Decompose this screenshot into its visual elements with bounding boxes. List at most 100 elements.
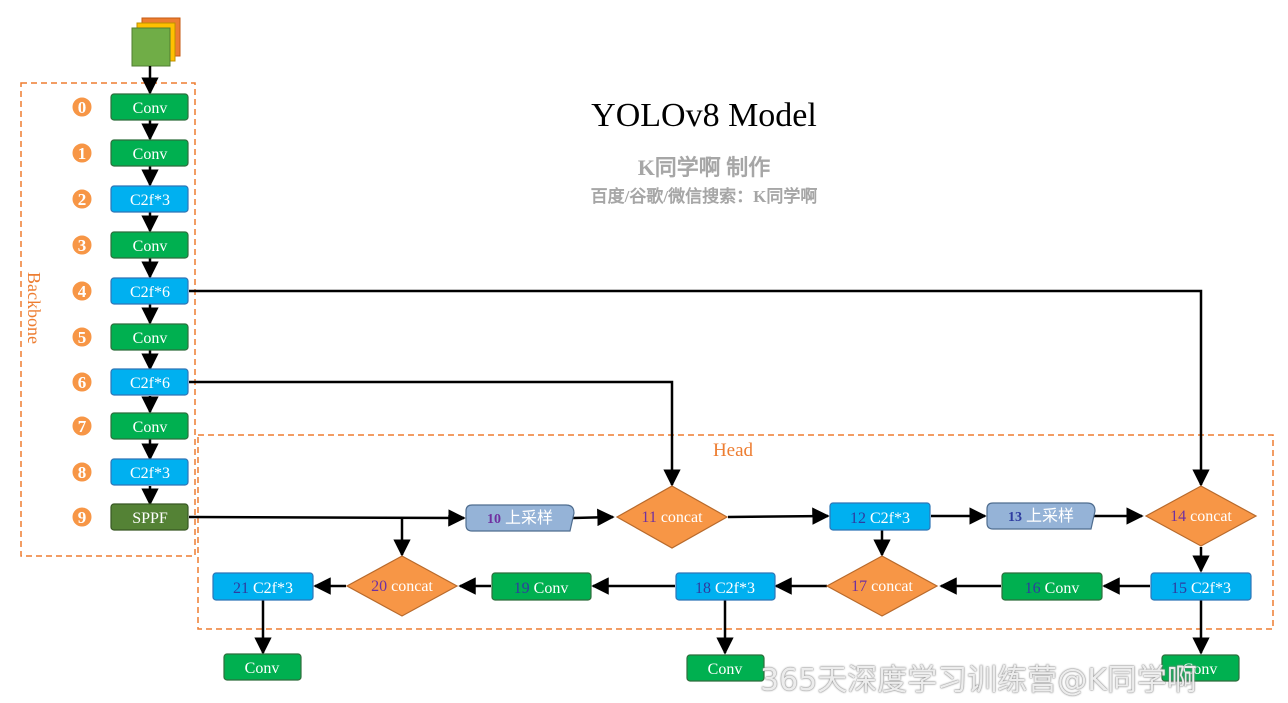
output-conv-3: Conv: [1161, 654, 1240, 682]
output-conv-1: Conv: [223, 653, 302, 681]
node-label: C2f*3: [715, 580, 755, 597]
node-label: Conv: [1045, 580, 1080, 597]
layer-box: [110, 231, 189, 259]
layer-index: 8: [78, 463, 87, 482]
input-image-icon: [131, 17, 181, 67]
layer-index-badge: [71, 461, 93, 483]
layer-box: [110, 503, 189, 531]
node-number: 10: [487, 512, 501, 527]
node-label: concat: [871, 578, 913, 595]
layer-index: 2: [78, 190, 87, 209]
layer-box: [110, 458, 189, 486]
backbone-layer-2: 2 C2f*3: [71, 185, 189, 213]
layer-index: 7: [78, 417, 87, 436]
connectors: [141, 66, 1210, 655]
backbone-layer-1: 1 Conv: [71, 139, 189, 167]
head-region: [197, 434, 1274, 630]
node-label: 上采样: [1026, 507, 1074, 525]
layer-index-badge: [71, 142, 93, 164]
layer-box: [110, 323, 189, 351]
layer-box: [110, 368, 189, 396]
node-label: C2f*3: [253, 580, 293, 597]
layer-label: C2f*6: [130, 284, 170, 301]
layer-index-badge: [71, 506, 93, 528]
node-label: concat: [1190, 508, 1232, 525]
diagram-title: YOLOv8 Model: [591, 97, 817, 134]
layer-index: 1: [78, 144, 87, 163]
node-number: 19: [514, 580, 530, 597]
node-label: concat: [391, 578, 433, 595]
svg-text:Conv: Conv: [245, 660, 280, 677]
search-subtitle: 百度/谷歌/微信搜索：K同学啊: [590, 187, 818, 206]
layer-index: 4: [78, 282, 87, 301]
upsample-node-13: 13 上采样: [986, 502, 1096, 530]
layer-box: [110, 93, 189, 121]
node-number: 17: [851, 578, 867, 595]
head-label: Head: [713, 440, 754, 461]
layer-label: Conv: [133, 238, 168, 255]
backbone-label: Backbone: [24, 272, 44, 344]
node-number: 11: [641, 509, 656, 526]
upsample-node-10: 10 上采样: [465, 504, 575, 532]
node-label: C2f*3: [1191, 580, 1231, 597]
watermark: 365天深度学习训练营@K同学啊: [760, 663, 1197, 698]
layer-label: Conv: [133, 330, 168, 347]
node-number: 21: [233, 580, 249, 597]
layer-box: [110, 139, 189, 167]
svg-text:Conv: Conv: [1183, 661, 1218, 678]
node-label: Conv: [534, 580, 569, 597]
layer-index-badge: [71, 415, 93, 437]
svg-text:Conv: Conv: [708, 661, 743, 678]
layer-index: 5: [78, 328, 87, 347]
backbone-layer-8: 8 C2f*3: [71, 458, 189, 486]
layer-box: [110, 277, 189, 305]
node-number: 13: [1008, 510, 1022, 525]
layer-index: 9: [78, 508, 87, 527]
author-subtitle: K同学啊 制作: [637, 155, 771, 180]
layer-index: 6: [78, 373, 87, 392]
layer-box: [110, 185, 189, 213]
layer-index-badge: [71, 188, 93, 210]
node-number: 16: [1025, 580, 1041, 597]
node-number: 18: [695, 580, 711, 597]
layer-index-badge: [71, 326, 93, 348]
layer-index-badge: [71, 234, 93, 256]
backbone-layer-4: 4 C2f*6: [71, 277, 189, 305]
layer-label: C2f*6: [130, 375, 170, 392]
node-number: 14: [1170, 508, 1186, 525]
layer-label: C2f*3: [130, 465, 170, 482]
layer-label: C2f*3: [130, 192, 170, 209]
node-label: 上采样: [505, 509, 553, 527]
layer-index-badge: [71, 371, 93, 393]
node-number: 12: [850, 510, 866, 527]
backbone-layer-5: 5 Conv: [71, 323, 189, 351]
layer-label: Conv: [133, 146, 168, 163]
backbone-layer-6: 6 C2f*6: [71, 368, 189, 396]
